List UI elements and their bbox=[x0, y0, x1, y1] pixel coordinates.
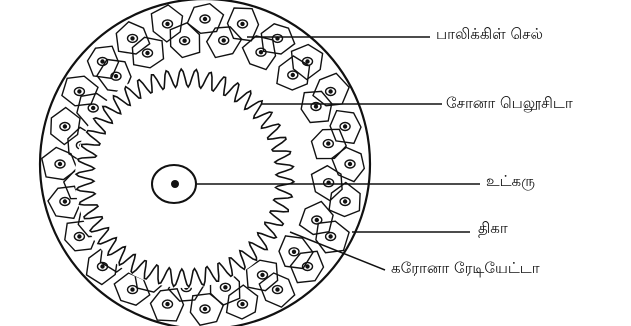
cell-nucleus-dot bbox=[241, 22, 244, 25]
label-nucleus: உட்கரு bbox=[486, 172, 535, 190]
cell-nucleus-dot bbox=[315, 219, 318, 222]
label-corona-radiata: கரோனா ரேடியேட்டா bbox=[391, 259, 540, 277]
cell-nucleus-dot bbox=[78, 235, 81, 238]
label-theca: திகா bbox=[478, 219, 508, 237]
cell-nucleus-dot bbox=[101, 265, 104, 268]
cell-nucleus-dot bbox=[101, 60, 104, 63]
cell-nucleus-dot bbox=[261, 274, 264, 277]
cell-nucleus-dot bbox=[224, 286, 227, 289]
label-follicle-cell: பாலிக்கிள் செல் bbox=[436, 25, 543, 43]
cell-nucleus-dot bbox=[115, 75, 118, 78]
pointer-corona-radiata bbox=[290, 232, 385, 270]
cell-nucleus-dot bbox=[349, 163, 352, 166]
cell-nucleus-dot bbox=[293, 250, 296, 253]
cell-nucleus-dot bbox=[222, 39, 225, 42]
cell-nucleus-dot bbox=[329, 235, 332, 238]
cell-nucleus-dot bbox=[92, 107, 95, 110]
cell-nucleus-dot bbox=[327, 142, 330, 145]
cell-nucleus-dot bbox=[306, 265, 309, 268]
label-zona-pellucida: சோனா பெலூசிடா bbox=[446, 94, 573, 112]
cell-nucleus-dot bbox=[241, 303, 244, 306]
cell-nucleus-dot bbox=[204, 18, 207, 21]
cell-nucleus-dot bbox=[59, 163, 62, 166]
cell-nucleus-dot bbox=[306, 60, 309, 63]
cell-nucleus-dot bbox=[260, 51, 263, 54]
cell-nucleus-dot bbox=[131, 288, 134, 291]
cell-nucleus-dot bbox=[63, 125, 66, 128]
cell-nucleus-dot bbox=[276, 288, 279, 291]
cell-nucleus-dot bbox=[166, 303, 169, 306]
cell-nucleus-dot bbox=[146, 52, 149, 55]
cell-nucleus-dot bbox=[344, 200, 347, 203]
cell-nucleus-dot bbox=[183, 39, 186, 42]
cell-nucleus-dot bbox=[204, 308, 207, 311]
cell-nucleus-dot bbox=[131, 37, 134, 40]
cell-nucleus-dot bbox=[78, 90, 81, 93]
nucleolus bbox=[171, 180, 179, 188]
cell-nucleus-dot bbox=[291, 74, 294, 77]
cell-nucleus-dot bbox=[63, 200, 66, 203]
cell-nucleus-dot bbox=[329, 90, 332, 93]
cell-nucleus-dot bbox=[315, 105, 318, 108]
cell-nucleus-dot bbox=[344, 125, 347, 128]
cell-nucleus-dot bbox=[166, 22, 169, 25]
